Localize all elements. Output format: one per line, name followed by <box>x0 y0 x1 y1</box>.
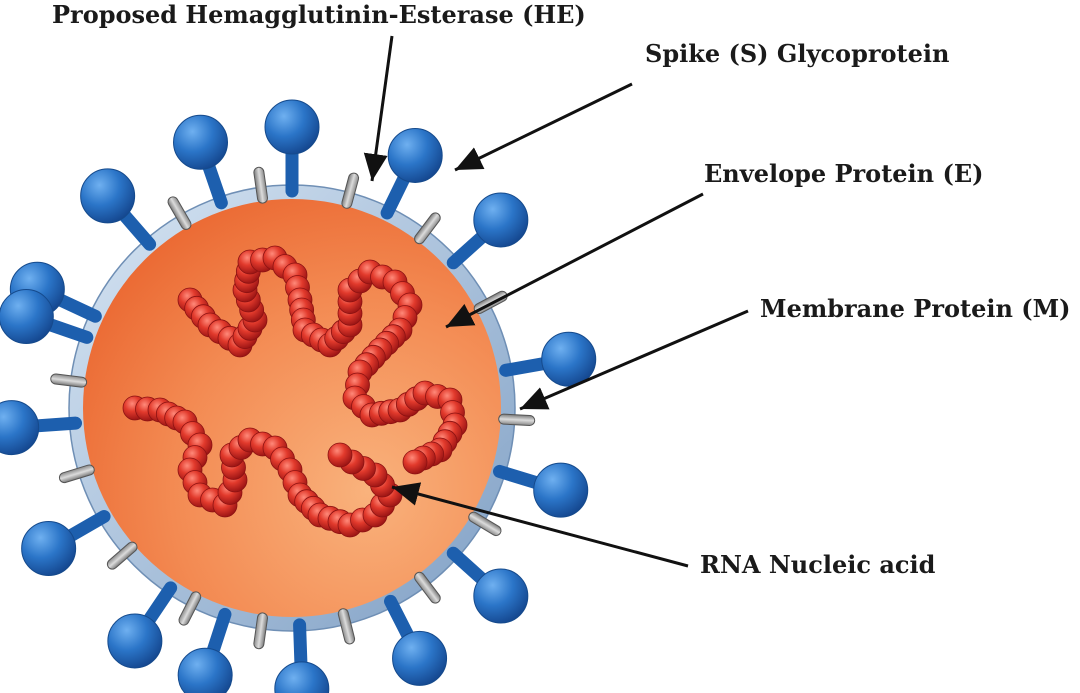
spike-protein <box>446 192 529 270</box>
spike-protein <box>0 400 83 456</box>
hemagglutinin-esterase-protein <box>58 464 95 484</box>
rna-strand <box>122 245 468 538</box>
spike-protein <box>107 581 178 669</box>
spike-arrow <box>454 82 633 172</box>
hemagglutinin-esterase-protein <box>414 571 441 604</box>
spike-glycoprotein-label: Spike (S) Glycoprotein <box>645 39 950 68</box>
rna-nucleic-acid-label: RNA Nucleic acid <box>700 550 936 579</box>
hemagglutinin-esterase-protein <box>106 541 138 570</box>
membrane-protein-label: Membrane Protein (M) <box>760 294 1071 323</box>
hemagglutinin-esterase-protein <box>253 612 268 650</box>
hemagglutinin-esterase-protein <box>341 172 360 209</box>
spike-protein <box>21 510 111 576</box>
spike-protein <box>173 114 229 210</box>
hemagglutinin-esterase-protein <box>337 608 356 645</box>
spike-protein <box>80 168 157 251</box>
spike-protein <box>0 289 94 345</box>
rna-arrow <box>391 482 689 568</box>
hemagglutinin-esterase-protein <box>50 373 88 388</box>
spike-protein <box>274 618 330 693</box>
envelope-arrow <box>445 192 704 329</box>
spike-protein <box>380 127 443 220</box>
spike-protein <box>177 607 233 693</box>
hemagglutinin-esterase-protein <box>414 212 441 245</box>
hemagglutinin-esterase-protein <box>498 413 536 426</box>
spike-glycoproteins <box>0 99 597 693</box>
envelope-protein-label: Envelope Protein (E) <box>704 159 984 188</box>
hemagglutinin-esterase-protein <box>253 166 268 204</box>
hemagglutinin-esterase-protein <box>178 591 202 626</box>
membrane-arrow <box>519 309 749 411</box>
spike-protein <box>384 594 448 686</box>
hemagglutinin-esterase-protein <box>468 511 502 537</box>
hemagglutinin-esterase-protein <box>167 196 192 230</box>
spike-protein <box>499 331 597 387</box>
he-arrow <box>363 35 394 182</box>
spike-protein <box>446 546 529 624</box>
hemagglutinin-esterase-proteins <box>50 166 536 650</box>
spike-protein <box>264 99 320 198</box>
hemagglutinin-esterase-label: Proposed Hemagglutinin-Esterase (HE) <box>52 0 586 29</box>
spike-protein <box>493 462 589 518</box>
